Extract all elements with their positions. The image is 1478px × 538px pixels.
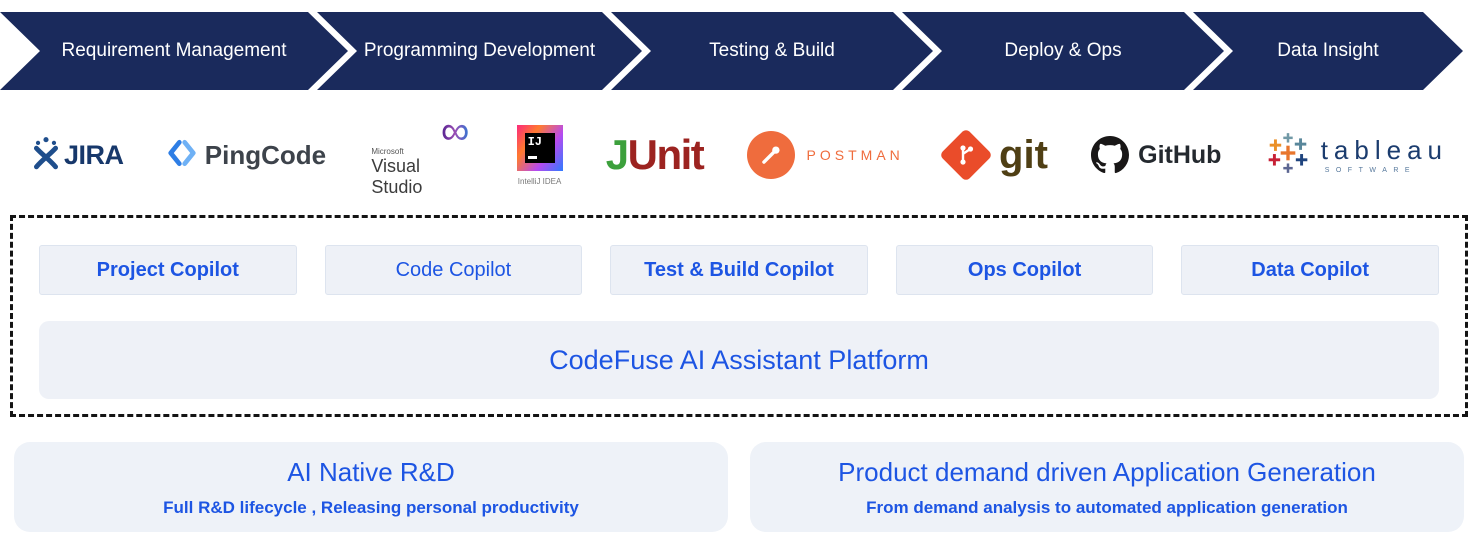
tableau-label: tableau [1320, 134, 1448, 165]
stage-label: Requirement Management [61, 39, 287, 61]
pingcode-label: PingCode [204, 139, 327, 170]
platform-bar: CodeFuse AI Assistant Platform [39, 321, 1439, 399]
logo-git: git [939, 128, 1048, 182]
intellij-icon: IJ [516, 124, 563, 171]
ops-copilot-button[interactable]: Ops Copilot [895, 245, 1154, 295]
test-build-copilot-button[interactable]: Test & Build Copilot [610, 245, 868, 295]
stage-label: Programming Development [363, 39, 596, 61]
git-icon [939, 128, 993, 182]
prop-subtitle: From demand analysis to automated applic… [866, 497, 1348, 517]
value-props-row: AI Native R&D Full R&D lifecycle , Relea… [14, 442, 1464, 532]
ai-native-rd-card: AI Native R&D Full R&D lifecycle , Relea… [14, 442, 728, 532]
junit-label-unit: Unit [627, 131, 705, 178]
jira-icon [30, 136, 62, 175]
logo-intellij-idea: IJ IntelliJ IDEA [516, 124, 563, 186]
intellij-bar [527, 156, 537, 159]
github-label: GitHub [1138, 140, 1222, 169]
stage-data-insight: Data Insight [1193, 12, 1463, 90]
intellij-caption: IntelliJ IDEA [517, 176, 562, 186]
visual-studio-label: Visual Studio [371, 156, 423, 197]
prop-title: Product demand driven Application Genera… [838, 456, 1376, 487]
pingcode-icon [167, 138, 197, 173]
logo-visual-studio: ∞ Microsoft Visual Studio [369, 111, 473, 197]
stage-deploy-ops: Deploy & Ops [902, 12, 1224, 90]
jira-label: JIRA [64, 139, 124, 170]
stage-testing-build: Testing & Build [611, 12, 933, 90]
codefuse-platform-box: Project Copilot Code Copilot Test & Buil… [10, 215, 1468, 417]
tableau-icon [1265, 130, 1311, 181]
platform-label: CodeFuse AI Assistant Platform [549, 344, 929, 375]
git-label: git [999, 133, 1048, 177]
tool-logos-row: JIRA PingCode ∞ Microsoft Visual Studio … [0, 111, 1478, 197]
project-copilot-button[interactable]: Project Copilot [39, 245, 297, 295]
app-generation-card: Product demand driven Application Genera… [750, 442, 1464, 532]
code-copilot-button[interactable]: Code Copilot [324, 245, 583, 295]
postman-icon [746, 131, 795, 179]
logo-postman: POSTMAN [746, 131, 904, 179]
prop-subtitle: Full R&D lifecycle , Releasing personal … [163, 497, 579, 517]
stage-programming-development: Programming Development [317, 12, 642, 90]
data-copilot-button[interactable]: Data Copilot [1181, 245, 1439, 295]
postman-label: POSTMAN [806, 147, 904, 163]
intellij-badge: IJ [527, 134, 542, 149]
tableau-sublabel: SOFTWARE [1324, 166, 1417, 174]
logo-github: GitHub [1091, 136, 1221, 174]
stage-label: Deploy & Ops [1004, 39, 1122, 61]
pipeline-band: Requirement Management Programming Devel… [0, 12, 1478, 90]
logo-jira: JIRA [30, 136, 124, 175]
visual-studio-brand: Microsoft [371, 147, 404, 156]
stage-label: Data Insight [1277, 39, 1379, 61]
github-octocat-icon [1091, 136, 1130, 174]
stage-label: Testing & Build [709, 39, 835, 61]
copilot-row: Project Copilot Code Copilot Test & Buil… [39, 245, 1439, 295]
stage-requirement-management: Requirement Management [0, 12, 348, 90]
junit-label-j: J [605, 131, 629, 178]
logo-pingcode: PingCode [167, 138, 326, 173]
visual-studio-infinity-icon: ∞ [440, 109, 470, 153]
logo-tableau: tableau SOFTWARE [1265, 130, 1448, 181]
prop-title: AI Native R&D [287, 456, 455, 487]
